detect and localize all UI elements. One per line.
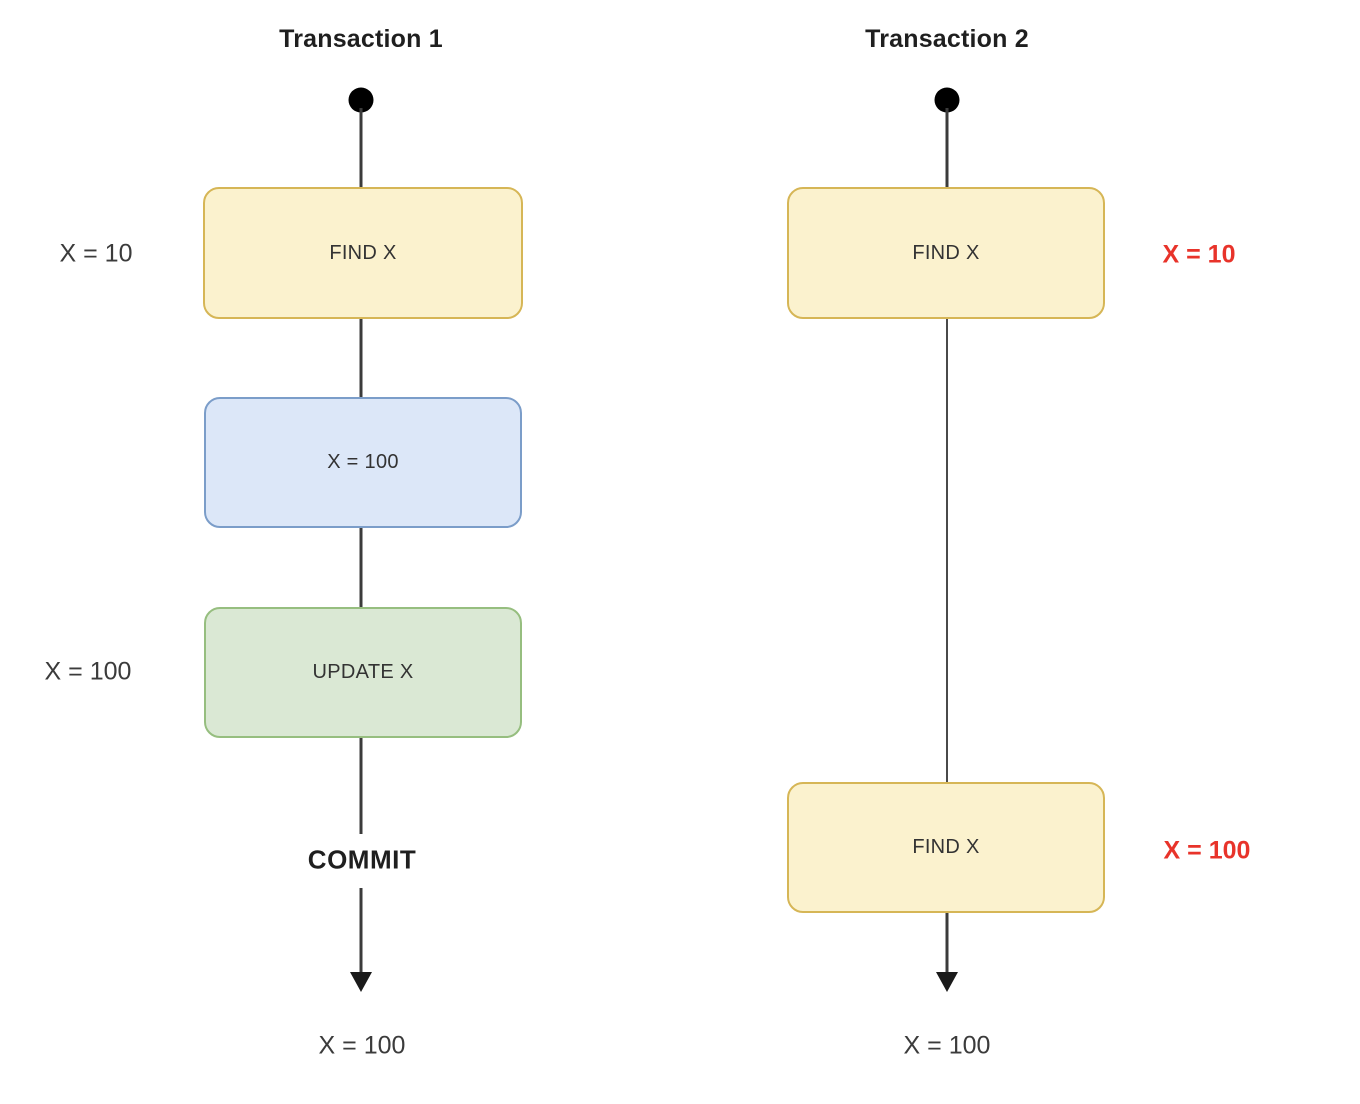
t1-node-assign-x-label: X = 100 xyxy=(327,451,399,473)
connector-t1-assign-to-update xyxy=(359,528,363,608)
connector-t2-find-2-to-end xyxy=(945,913,949,973)
t2-side-label-find-x-first: X = 10 xyxy=(1162,240,1236,269)
connector-t1-commit-to-end xyxy=(359,888,363,974)
lane-title-transaction-2: Transaction 2 xyxy=(865,25,1029,53)
t1-node-update-x[interactable]: UPDATE X xyxy=(204,607,522,738)
connector-t1-start-to-find xyxy=(359,108,363,188)
lane-title-transaction-1: Transaction 1 xyxy=(279,25,443,53)
t2-node-find-x-first[interactable]: FIND X xyxy=(787,187,1105,319)
t2-node-find-x-first-label: FIND X xyxy=(912,241,980,264)
t1-commit-label: COMMIT xyxy=(307,844,417,875)
t1-side-label-update-x: X = 100 xyxy=(44,657,132,686)
connector-t1-find-to-assign xyxy=(359,319,363,398)
connector-t1-update-to-commit xyxy=(359,738,363,834)
t1-end-arrowhead-icon xyxy=(350,972,372,992)
connector-t2-find-1-to-find-2 xyxy=(946,319,948,783)
t2-end-label: X = 100 xyxy=(903,1031,991,1060)
t1-node-assign-x[interactable]: X = 100 xyxy=(204,397,522,528)
t1-end-label: X = 100 xyxy=(318,1031,406,1060)
t1-side-label-find-x: X = 10 xyxy=(59,239,133,268)
connector-t2-start-to-find-1 xyxy=(945,108,949,188)
t1-node-find-x[interactable]: FIND X xyxy=(203,187,523,319)
t2-node-find-x-second-label: FIND X xyxy=(912,836,980,858)
t2-side-label-find-x-second: X = 100 xyxy=(1163,836,1251,865)
t2-node-find-x-second[interactable]: FIND X xyxy=(787,782,1105,913)
t1-node-find-x-label: FIND X xyxy=(329,241,397,264)
t1-node-update-x-label: UPDATE X xyxy=(312,661,414,683)
t2-end-arrowhead-icon xyxy=(936,972,958,992)
